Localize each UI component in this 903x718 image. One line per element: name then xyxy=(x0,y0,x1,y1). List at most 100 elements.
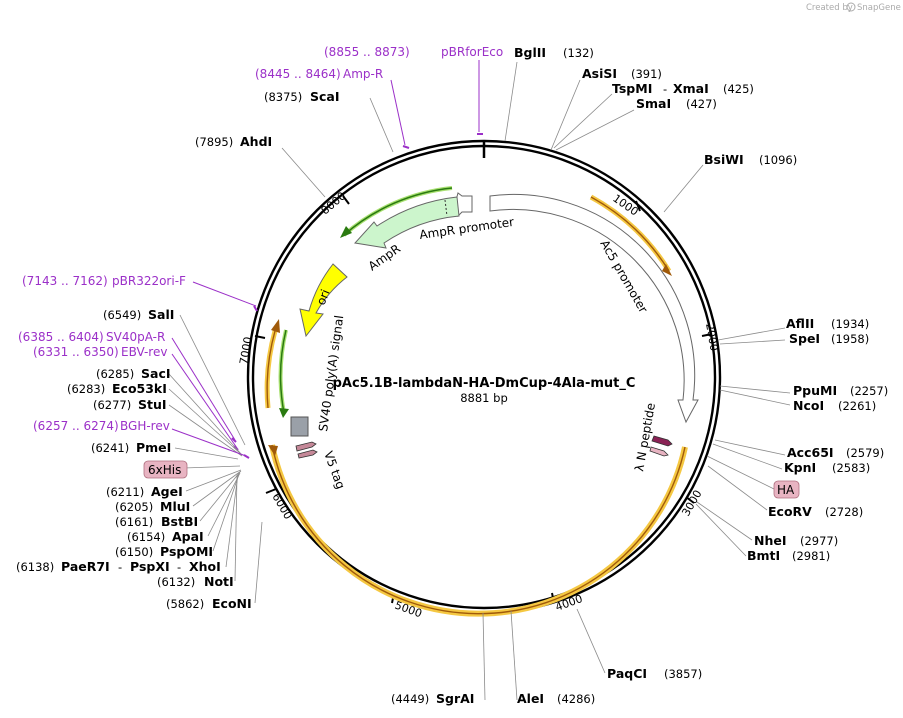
site-eco53ki: Eco53kI xyxy=(112,381,167,396)
site-pmei: PmeI xyxy=(136,440,171,455)
primer-ebv-range: (6331 .. 6350) xyxy=(33,345,119,359)
site-paqci-pos: (3857) xyxy=(664,667,702,681)
tick-label: 7000 xyxy=(237,336,255,366)
site-ecorv-pos: (2728) xyxy=(825,505,863,519)
site-xmai: XmaI xyxy=(673,81,709,96)
site-ecorv: EcoRV xyxy=(768,504,812,519)
site-ppumi: PpuMI xyxy=(793,383,837,398)
site-bmti-pos: (2981) xyxy=(792,549,830,563)
primer-bgh-range: (6257 .. 6274) xyxy=(33,419,119,433)
site-bsiwi-pos: (1096) xyxy=(759,153,797,167)
v5-tag-feature: V5 tag xyxy=(295,441,348,491)
site-ppumi-pos: (2257) xyxy=(850,384,888,398)
site-scai: ScaI xyxy=(310,89,340,104)
plasmid-length: 8881 bp xyxy=(460,391,508,405)
primer-pbr322ori-range: (7143 .. 7162) xyxy=(22,274,108,288)
site-aflii: AflII xyxy=(786,316,814,331)
site-labels: BglII (132) AsiSI (391) TspMI - XmaI (42… xyxy=(16,45,888,706)
tag-ha-label: HA xyxy=(777,483,795,497)
ori-feature: ori xyxy=(299,263,348,338)
v5-tag-label: V5 tag xyxy=(321,449,348,491)
site-sgrai: SgrAI xyxy=(436,691,474,706)
site-mlui: MluI xyxy=(160,499,190,514)
site-bstbi-pos: (6161) xyxy=(115,515,153,529)
primer-ebv: EBV-rev xyxy=(121,345,167,359)
site-paer7i: PaeR7I xyxy=(61,559,110,574)
site-paer7i-pos: (6138) xyxy=(16,560,54,574)
snapgene-logo-icon xyxy=(846,2,856,12)
primer-leaders xyxy=(171,60,480,457)
tag-6xhis: 6xHis xyxy=(143,460,188,479)
site-alei: AleI xyxy=(517,691,544,706)
site-apai-pos: (6154) xyxy=(127,530,165,544)
site-eco53ki-pos: (6283) xyxy=(67,382,105,396)
site-pspomi: PspOMI xyxy=(160,544,213,559)
site-agei-pos: (6211) xyxy=(106,485,144,499)
svg-text:-: - xyxy=(177,560,181,574)
lambda-n-feature: λ N peptide xyxy=(632,402,673,473)
site-pspomi-pos: (6150) xyxy=(115,545,153,559)
site-nhei-pos: (2977) xyxy=(800,534,838,548)
site-pmei-pos: (6241) xyxy=(91,441,129,455)
primer-ampr-range: (8445 .. 8464) xyxy=(255,67,341,81)
site-kpni: KpnI xyxy=(784,460,816,475)
site-bglii-pos: (132) xyxy=(563,46,594,60)
site-apai: ApaI xyxy=(172,529,204,544)
site-sgrai-pos: (4449) xyxy=(391,692,429,706)
site-xhoi: XhoI xyxy=(189,559,221,574)
site-alei-pos: (4286) xyxy=(557,692,595,706)
primer-sv40pa-range: (6385 .. 6404) xyxy=(18,330,104,344)
site-sali-pos: (6549) xyxy=(103,308,141,322)
credit-text: Created by xyxy=(806,3,853,13)
svg-text:-: - xyxy=(118,560,122,574)
primer-labels: (8855 .. 8873) pBRforEco (8445 .. 8464) … xyxy=(18,45,503,433)
site-leaders xyxy=(155,61,791,701)
site-ncoi: NcoI xyxy=(793,398,824,413)
site-ahdi-pos: (7895) xyxy=(195,135,233,149)
site-nhei: NheI xyxy=(754,533,787,548)
plasmid-name: pAc5.1B-lambdaN-HA-DmCup-4Ala-mut_C xyxy=(333,376,636,391)
site-acc65i: Acc65I xyxy=(787,445,834,460)
site-agei: AgeI xyxy=(151,484,183,499)
orf-arcs xyxy=(264,194,688,617)
site-paqci: PaqCI xyxy=(607,666,647,681)
site-pspxi: PspXI xyxy=(130,559,170,574)
site-asisi: AsiSI xyxy=(582,66,617,81)
primer-pbrforeco-range: (8855 .. 8873) xyxy=(324,45,410,59)
svg-text:-: - xyxy=(663,82,667,96)
site-spei: SpeI xyxy=(789,331,820,346)
site-smai: SmaI xyxy=(636,96,671,111)
site-bmti: BmtI xyxy=(747,548,780,563)
credit-brand: SnapGene xyxy=(857,3,901,13)
ori-label: ori xyxy=(314,287,333,307)
site-xmai-pos: (425) xyxy=(723,82,754,96)
site-bsiwi: BsiWI xyxy=(704,152,744,167)
site-saci-pos: (6285) xyxy=(96,367,134,381)
site-noti: NotI xyxy=(204,574,234,589)
site-smai-pos: (427) xyxy=(686,97,717,111)
site-stui: StuI xyxy=(138,397,167,412)
site-ahdi: AhdI xyxy=(240,134,272,149)
site-noti-pos: (6132) xyxy=(157,575,195,589)
site-sali: SalI xyxy=(148,307,174,322)
site-saci: SacI xyxy=(141,366,171,381)
primer-sv40pa: SV40pA-R xyxy=(106,330,165,344)
site-spei-pos: (1958) xyxy=(831,332,869,346)
site-bstbi: BstBI xyxy=(161,514,198,529)
primer-ampr: Amp-R xyxy=(343,67,383,81)
tag-ha: HA xyxy=(773,480,800,499)
site-asisi-pos: (391) xyxy=(631,67,662,81)
primer-bgh: BGH-rev xyxy=(120,419,170,433)
site-ncoi-pos: (2261) xyxy=(838,399,876,413)
site-kpni-pos: (2583) xyxy=(832,461,870,475)
site-aflii-pos: (1934) xyxy=(831,317,869,331)
primer-pbr322ori: pBR322ori-F xyxy=(112,274,186,288)
tick-label: 2000 xyxy=(703,322,721,352)
site-stui-pos: (6277) xyxy=(93,398,131,412)
site-acc65i-pos: (2579) xyxy=(846,446,884,460)
tag-6xhis-label: 6xHis xyxy=(148,463,181,477)
site-bglii: BglII xyxy=(514,45,546,60)
primer-pbrforeco: pBRforEco xyxy=(441,45,503,59)
site-tspmi: TspMI xyxy=(612,81,652,96)
